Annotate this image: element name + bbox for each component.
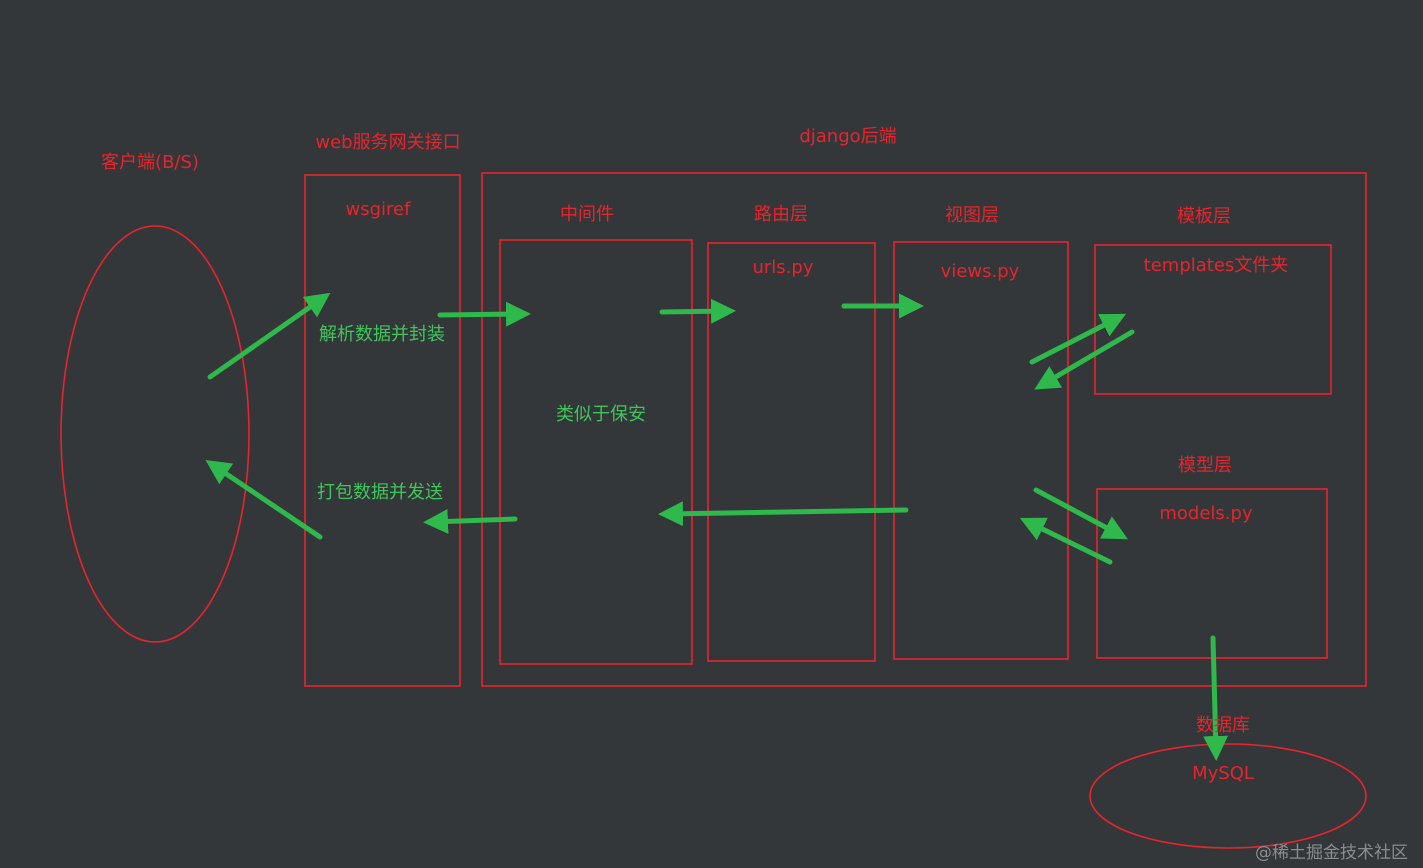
model-layer-label: 模型层 (1178, 455, 1232, 476)
arrow-model-to-database (1203, 635, 1229, 761)
middleware-box (499, 239, 693, 665)
client-ellipse (60, 225, 250, 643)
gateway-module-label: wsgiref (345, 199, 411, 220)
arrow-view-to-template (1029, 313, 1127, 365)
routing-file-label: urls.py (752, 257, 814, 278)
pack-and-send-label: 打包数据并发送 (317, 482, 443, 503)
routing-box (707, 242, 876, 662)
arrow-client-to-gateway (207, 292, 331, 380)
arrow-middleware-to-routing (659, 298, 736, 324)
arrow-model-to-view (1019, 517, 1113, 565)
gateway-box (304, 174, 461, 687)
arrow-gateway-to-middleware (437, 301, 531, 327)
routing-layer-label: 路由层 (754, 204, 808, 225)
django-backend-box (481, 172, 1367, 687)
database-name-label: MySQL (1192, 763, 1254, 784)
template-layer-label: 模板层 (1177, 206, 1231, 227)
client-label: 客户端(B/S) (101, 152, 199, 173)
view-file-label: views.py (940, 261, 1020, 282)
arrow-view-to-middleware (658, 501, 909, 527)
parse-and-wrap-label: 解析数据并封装 (319, 324, 445, 345)
view-box (893, 241, 1069, 660)
database-label: 数据库 (1196, 715, 1250, 736)
middleware-note-label: 类似于保安 (556, 404, 646, 425)
arrow-middleware-to-gateway (423, 508, 518, 534)
middleware-label: 中间件 (560, 204, 614, 225)
template-folder-label: templates文件夹 (1143, 255, 1289, 276)
arrow-template-to-view (1034, 329, 1135, 390)
gateway-title: web服务网关接口 (315, 132, 461, 153)
view-layer-label: 视图层 (945, 205, 999, 226)
template-box (1094, 244, 1332, 395)
arrow-gateway-to-client (205, 459, 323, 540)
arrow-view-to-model (1033, 487, 1128, 540)
database-ellipse (1089, 743, 1367, 849)
django-backend-label: django后端 (799, 126, 897, 147)
model-file-label: models.py (1159, 503, 1253, 524)
watermark: @稀土掘金技术社区 (1255, 843, 1408, 863)
